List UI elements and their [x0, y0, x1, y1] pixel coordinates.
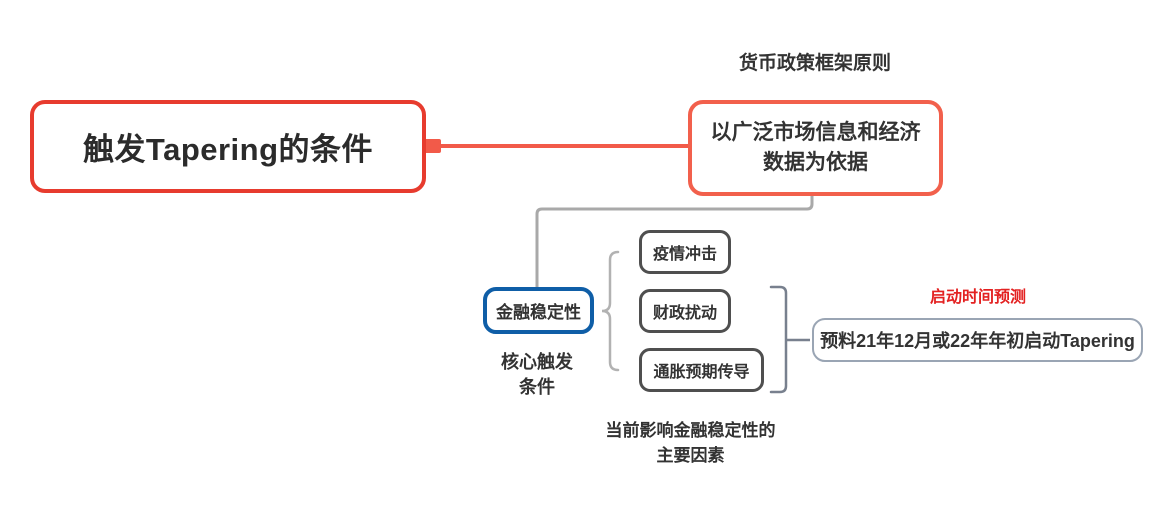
red-connector-stub — [424, 139, 441, 153]
stability-topic-node[interactable]: 金融稳定性 — [483, 287, 594, 334]
curly-brace — [601, 250, 620, 372]
stability-caption: 核心触发条件 — [501, 352, 573, 398]
principle-caption: 货币政策框架原则 — [738, 53, 891, 74]
factor-node-pandemic-shock[interactable]: 疫情冲击 — [639, 230, 731, 274]
root-topic-label: 触发Tapering的条件 — [82, 132, 374, 167]
root-topic-node[interactable]: 触发Tapering的条件 — [30, 100, 426, 193]
prediction-topic-label: 预料21年12月或22年年初启动Tapering — [820, 331, 1135, 351]
stability-topic-label: 金融稳定性 — [496, 303, 581, 322]
prediction-caption: 启动时间预测 — [929, 289, 1026, 306]
factor-label: 疫情冲击 — [652, 246, 717, 263]
grouping-bracket — [769, 285, 788, 394]
principle-topic-node[interactable]: 以广泛市场信息和经济数据为依据 — [688, 100, 943, 196]
factor-label: 财政扰动 — [652, 305, 717, 322]
factor-node-inflation-expectation[interactable]: 通胀预期传导 — [639, 348, 764, 392]
factor-node-fiscal-disturbance[interactable]: 财政扰动 — [639, 289, 731, 333]
prediction-topic-node[interactable]: 预料21年12月或22年年初启动Tapering — [812, 318, 1143, 362]
factor-label: 通胀预期传导 — [653, 364, 750, 381]
factors-caption: 当前影响金融稳定性的主要因素 — [605, 421, 776, 465]
principle-topic-label: 以广泛市场信息和经济数据为依据 — [710, 120, 921, 174]
